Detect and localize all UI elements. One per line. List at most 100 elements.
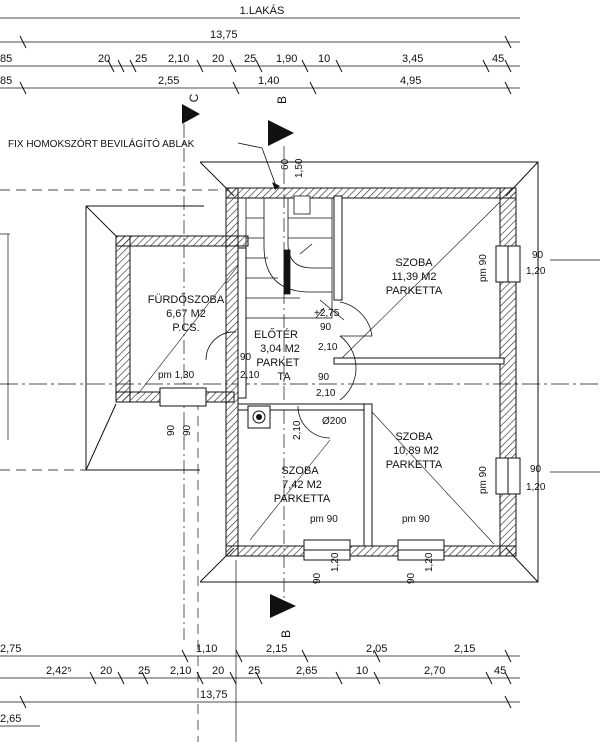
section-c-letter: C: [187, 93, 201, 102]
room-floor-cont: TA: [277, 371, 291, 383]
dim-label: 2,15: [266, 643, 287, 655]
dim-label: 1,10: [196, 643, 217, 655]
dim-label: 4,95: [400, 75, 421, 87]
dim-label: 25: [244, 53, 256, 65]
dim-label: 85: [0, 75, 12, 87]
room-bedroom-3: SZOBA 7,42 M2 PARKETTA: [274, 465, 331, 505]
section-b-letter-bottom: B: [279, 630, 293, 638]
room-bedroom-1: SZOBA 11,39 M2 PARKETTA: [386, 257, 443, 297]
opening-label: pm 1,30: [158, 370, 195, 381]
room-floor: PARKETTA: [386, 459, 443, 471]
opening-label: 2,10: [316, 388, 336, 399]
opening-label: pm 90: [478, 254, 489, 282]
dim-label: 1,40: [258, 75, 279, 87]
opening-label: 90: [166, 424, 177, 436]
opening-label: 1,20: [526, 482, 546, 493]
dim-label: 2,10: [168, 53, 189, 65]
dim-label: 2,70: [424, 665, 445, 677]
window-annotation: FIX HOMOKSZÓRT BEVILÁGÍTÓ ABLAK: [8, 137, 195, 150]
plan-title: 1.LAKÁS: [240, 4, 285, 17]
dim-label: 1,90: [276, 53, 297, 65]
opening-label: 1,20: [526, 266, 546, 277]
opening-label: 2,10: [240, 370, 260, 381]
room-name: SZOBA: [281, 465, 319, 477]
opening-label: 90: [320, 322, 332, 333]
opening-label: 2,10: [292, 420, 303, 440]
dim-label: 2,55: [158, 75, 179, 87]
room-area: 3,04 M2: [260, 343, 300, 355]
dim-label: 20: [98, 53, 110, 65]
section-b-arrow-top: [268, 120, 294, 146]
section-b-arrow-bottom: [270, 594, 296, 618]
opening-label: pm 90: [402, 514, 430, 525]
room-name: SZOBA: [395, 431, 433, 443]
opening-label: 90: [240, 352, 252, 363]
room-name: FÜRDŐSZOBA: [148, 292, 225, 306]
opening-label: pm 90: [478, 466, 489, 494]
top-dimensions: [0, 17, 520, 95]
dim-label: 20: [212, 53, 224, 65]
room-area: 11,39 M2: [391, 271, 436, 283]
staircase: [245, 195, 345, 321]
dim-label: 45: [494, 665, 506, 677]
dim-label: 45: [492, 53, 504, 65]
dim-label: 2,15: [454, 643, 475, 655]
room-bathroom: FÜRDŐSZOBA 6,67 M2 P.CS.: [148, 292, 225, 334]
room-name: ELŐTÉR: [254, 327, 298, 341]
opening-label: pm 90: [310, 514, 338, 525]
dim-label: 25: [248, 665, 260, 677]
top-row2-labels: 85 2,55 1,40 4,95: [0, 75, 421, 87]
room-area: 10,89 M2: [393, 445, 439, 457]
dim-label: 2,42⁵: [46, 665, 72, 677]
dim-label: 10: [356, 665, 368, 677]
dim-label: 3,45: [402, 53, 423, 65]
dim-label: 2,65: [296, 665, 317, 677]
doors: [205, 301, 373, 439]
section-b-letter-top: B: [275, 96, 289, 104]
dim-label: 10: [318, 53, 330, 65]
opening-label: 1,50: [294, 158, 305, 178]
opening-notes: pm 1,30 pm 90 pm 90 pm 90 pm 90 +2,75 90…: [158, 158, 546, 584]
opening-label: 90: [312, 572, 323, 584]
room-hall: ELŐTÉR 3,04 M2 PARKET TA: [254, 327, 300, 383]
dim-label: 2,05: [366, 643, 387, 655]
dim-label: 2,75: [0, 643, 21, 655]
dim-label: 85: [0, 53, 12, 65]
room-area: 6,67 M2: [166, 308, 206, 320]
bottom-row2-labels: 2,42⁵ 20 25 2,10 20 25 2,65 10 2,70 45: [46, 665, 506, 677]
bottom-dimensions: [0, 649, 520, 727]
dim-total-bottom: 13,75: [200, 689, 228, 701]
opening-label: 90: [530, 464, 542, 475]
opening-label: 90: [532, 250, 544, 261]
dim-total-top: 13,75: [210, 29, 238, 41]
chimney-label: Ø200: [322, 416, 347, 427]
top-row1-labels: 85 20 25 2,10 20 25 1,90 10 3,45 45: [0, 53, 504, 65]
dim-label: 25: [135, 53, 147, 65]
room-name: SZOBA: [395, 257, 433, 269]
room-floor: P.CS.: [172, 322, 199, 334]
room-area: 7,42 M2: [282, 479, 322, 491]
chimney: [247, 405, 271, 429]
opening-label: 60: [280, 158, 291, 170]
dim-label: 2,10: [170, 665, 191, 677]
dim-label: 20: [212, 665, 224, 677]
section-b-top: B: [268, 96, 294, 600]
opening-label: 90: [406, 572, 417, 584]
opening-label: +2,75: [314, 308, 340, 319]
section-b-bottom: B: [270, 594, 296, 638]
room-floor: PARKET: [256, 357, 299, 369]
windows: [159, 245, 521, 561]
dim-label: 2,65: [0, 713, 21, 725]
opening-label: 1,20: [330, 552, 341, 572]
room-bedroom-2: SZOBA 10,89 M2 PARKETTA: [386, 431, 443, 471]
room-floor: PARKETTA: [386, 285, 443, 297]
section-c-arrow: [182, 104, 200, 124]
room-floor: PARKETTA: [274, 493, 331, 505]
section-c-mark: C: [182, 93, 201, 640]
dim-label: 20: [100, 665, 112, 677]
opening-label: 90: [318, 372, 330, 383]
opening-label: 1,20: [424, 552, 435, 572]
dim-label: 25: [138, 665, 150, 677]
bottom-row1-labels: 2,75 1,10 2,15 2,05 2,15: [0, 643, 475, 655]
